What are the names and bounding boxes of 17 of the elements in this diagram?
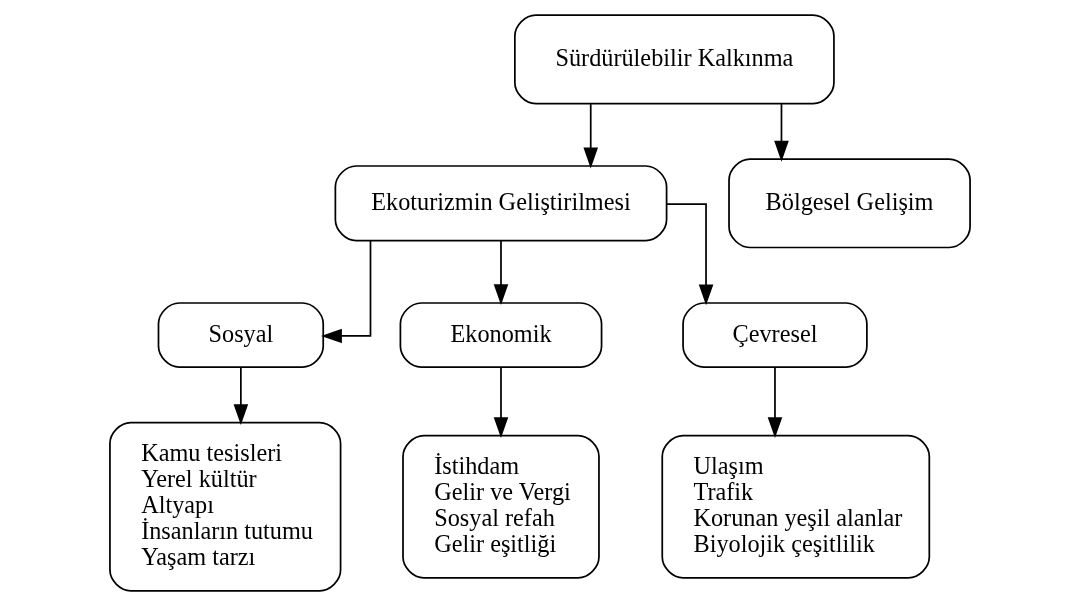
arrow xyxy=(320,240,371,344)
node-box: Sürdürülebilir Kalkınma xyxy=(513,14,835,105)
node-box: Kamu tesisleri Yerel kültür Altyapı İnsanların tutumu Yaşam tarzı xyxy=(108,421,341,592)
node-box: Sosyal xyxy=(157,302,324,369)
arrow xyxy=(582,103,598,169)
arrow xyxy=(493,366,508,439)
node-box: Ekoturizmin Geliştirilmesi xyxy=(334,165,667,242)
node-box: Ekonomik xyxy=(399,302,602,369)
arrow xyxy=(233,366,248,426)
node-box: İstihdam Gelir ve Vergi Sosyal refah Gelir eşitliği xyxy=(401,434,600,579)
node-box: Çevresel xyxy=(681,302,868,369)
node-box: Ulaşım Trafik Korunan yeşil alanlar Biyolojik çeşitlilik xyxy=(660,434,930,579)
arrow xyxy=(767,366,782,439)
arrow xyxy=(493,239,508,306)
arrow xyxy=(665,203,713,306)
node-box: Bölgesel Gelişim xyxy=(727,158,971,249)
arrow xyxy=(773,103,789,162)
